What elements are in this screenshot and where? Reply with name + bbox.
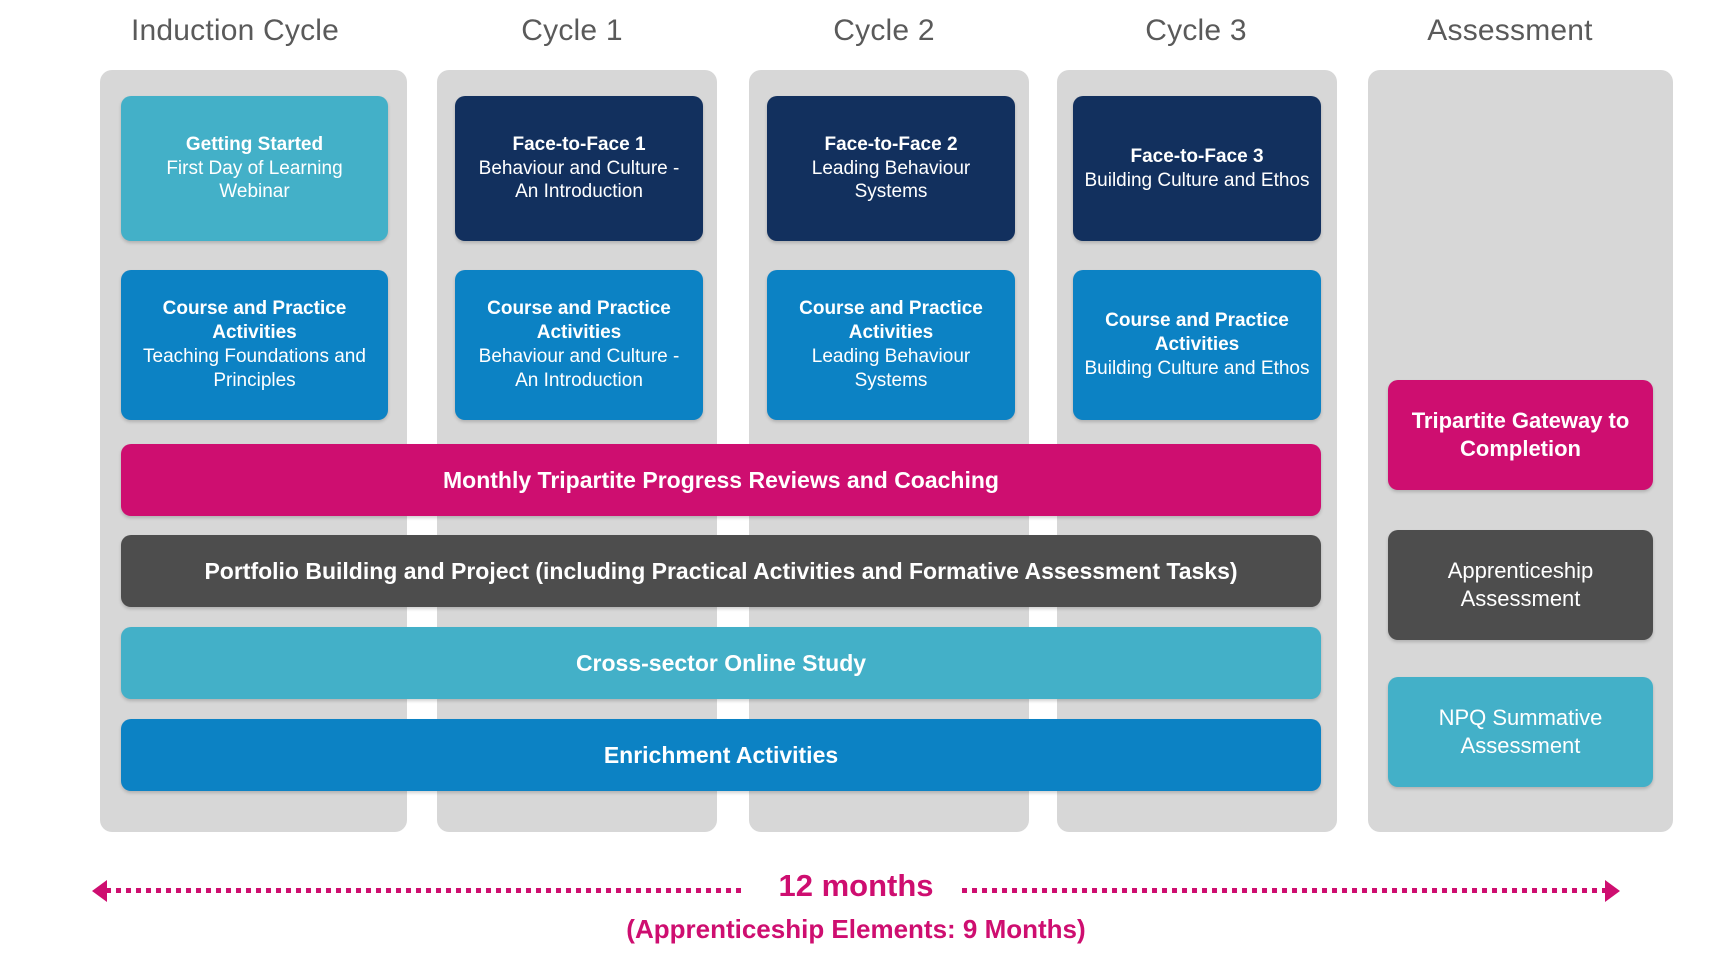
- card-title: Course and Practice Activities: [1105, 310, 1289, 356]
- column-header-cycle-2: Cycle 2: [833, 14, 935, 47]
- card-activities-cycle-3[interactable]: Course and Practice Activities Building …: [1073, 270, 1321, 420]
- card-title: Face-to-Face 3: [1130, 145, 1264, 167]
- card-label: Apprenticeship Assessment: [1447, 557, 1594, 611]
- column-header-assessment: Assessment: [1427, 14, 1593, 47]
- arrow-left-icon: [92, 880, 107, 902]
- bar-enrichment-activities[interactable]: Enrichment Activities: [121, 719, 1321, 791]
- card-subtitle: Leading Behaviour Systems: [811, 346, 971, 391]
- card-label: NPQ Summative Assessment: [1438, 704, 1603, 758]
- timeline-apprenticeship-note: (Apprenticeship Elements: 9 Months): [626, 914, 1086, 944]
- column-header-cycle-1: Cycle 1: [521, 14, 623, 47]
- card-activities-cycle-2[interactable]: Course and Practice Activities Leading B…: [767, 270, 1015, 420]
- card-subtitle: Building Culture and Ethos: [1084, 357, 1310, 379]
- card-subtitle: Behaviour and Culture - An Introduction: [478, 346, 680, 391]
- card-face-to-face-2[interactable]: Face-to-Face 2 Leading Behaviour Systems: [767, 96, 1015, 241]
- timeline-duration-label: 12 months: [778, 868, 934, 903]
- card-subtitle: Leading Behaviour Systems: [811, 157, 971, 203]
- card-title: Face-to-Face 2: [824, 133, 958, 155]
- card-activities-induction[interactable]: Course and Practice Activities Teaching …: [121, 270, 388, 420]
- bar-cross-sector-online-study[interactable]: Cross-sector Online Study: [121, 627, 1321, 699]
- card-title: Course and Practice Activities: [487, 298, 671, 344]
- column-header-induction-cycle: Induction Cycle: [130, 14, 340, 47]
- timeline-duration-arrow: 12 months: [0, 868, 1712, 912]
- card-face-to-face-1[interactable]: Face-to-Face 1 Behaviour and Culture - A…: [455, 96, 703, 241]
- card-title: Course and Practice Activities: [799, 298, 983, 344]
- card-npq-summative-assessment[interactable]: NPQ Summative Assessment: [1388, 677, 1653, 787]
- bar-label: Portfolio Building and Project (includin…: [204, 557, 1238, 584]
- card-tripartite-gateway-to-completion[interactable]: Tripartite Gateway to Completion: [1388, 380, 1653, 490]
- bar-label: Cross-sector Online Study: [575, 649, 867, 676]
- bar-portfolio-building-and-project[interactable]: Portfolio Building and Project (includin…: [121, 535, 1321, 607]
- arrow-right-icon: [1605, 880, 1620, 902]
- timeline-dotted-line-left: [106, 888, 746, 893]
- card-subtitle: Behaviour and Culture - An Introduction: [478, 157, 680, 203]
- card-getting-started[interactable]: Getting Started First Day of Learning We…: [121, 96, 388, 241]
- card-activities-cycle-1[interactable]: Course and Practice Activities Behaviour…: [455, 270, 703, 420]
- card-apprenticeship-assessment[interactable]: Apprenticeship Assessment: [1388, 530, 1653, 640]
- column-headers: Induction Cycle Cycle 1 Cycle 2 Cycle 3 …: [0, 14, 1712, 64]
- timeline-dotted-line-right: [962, 888, 1608, 893]
- column-header-cycle-3: Cycle 3: [1145, 14, 1247, 47]
- card-face-to-face-3[interactable]: Face-to-Face 3 Building Culture and Etho…: [1073, 96, 1321, 241]
- card-title: Face-to-Face 1: [512, 133, 646, 155]
- bar-label: Monthly Tripartite Progress Reviews and …: [443, 466, 999, 493]
- card-subtitle: First Day of Learning Webinar: [166, 157, 343, 203]
- card-title: Getting Started: [185, 133, 324, 155]
- card-subtitle: Building Culture and Ethos: [1084, 169, 1310, 191]
- bar-label: Enrichment Activities: [603, 741, 839, 768]
- card-subtitle: Teaching Foundations and Principles: [143, 346, 366, 391]
- card-title: Course and Practice Activities: [162, 298, 347, 344]
- bar-monthly-tripartite-progress-reviews[interactable]: Monthly Tripartite Progress Reviews and …: [121, 444, 1321, 516]
- card-label: Tripartite Gateway to Completion: [1411, 407, 1630, 461]
